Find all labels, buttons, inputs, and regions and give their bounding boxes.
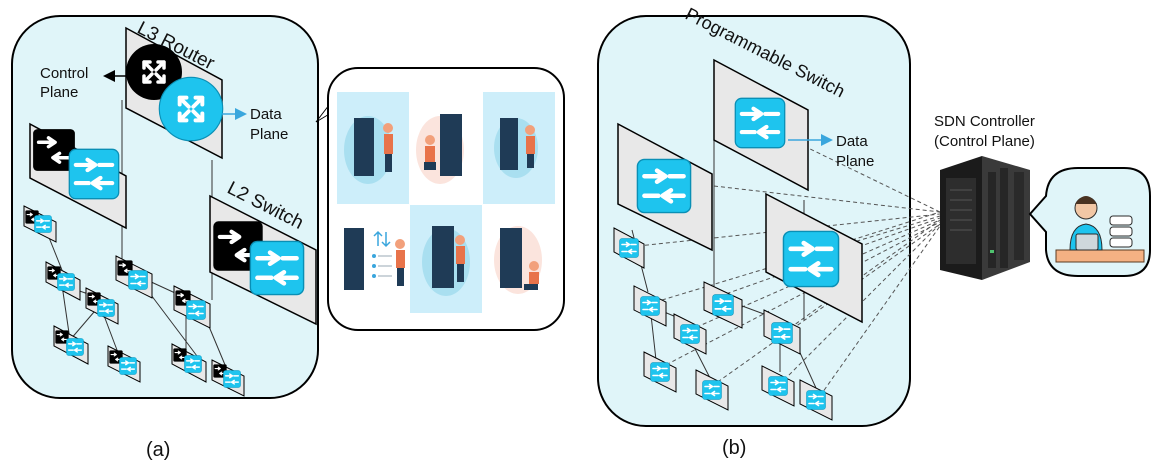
b-data-plane-label-2: Plane — [836, 153, 874, 170]
control-plane-label-1: Control — [40, 65, 88, 82]
prog-switch-top-icon — [735, 98, 784, 147]
b-data-plane-label-1: Data — [836, 133, 868, 150]
operator-callout — [1028, 167, 1151, 277]
l2-switch-data-icon — [250, 241, 303, 294]
left-switch-data-icon — [69, 149, 118, 198]
router-data-icon — [157, 75, 225, 143]
prog-switch-right-icon — [783, 231, 838, 286]
a-data-plane-label-2: Plane — [250, 126, 288, 143]
prog-switch-left-icon — [637, 159, 690, 212]
sdn-controller-label-1: SDN Controller — [934, 113, 1035, 130]
caption-a: (a) — [146, 439, 170, 461]
sdn-controller-server — [940, 156, 1030, 280]
left-switch-control-icon — [32, 128, 76, 172]
operator-icon — [1055, 196, 1145, 263]
data-center-illustrations — [337, 92, 555, 313]
panel-b-small-switches — [613, 227, 833, 421]
sdn-controller-label-2: (Control Plane) — [934, 133, 1035, 150]
a-data-plane-label-1: Data — [250, 106, 282, 123]
control-plane-label-2: Plane — [40, 84, 78, 101]
panel-a-small-switches — [23, 205, 245, 397]
caption-b: (b) — [722, 437, 746, 459]
